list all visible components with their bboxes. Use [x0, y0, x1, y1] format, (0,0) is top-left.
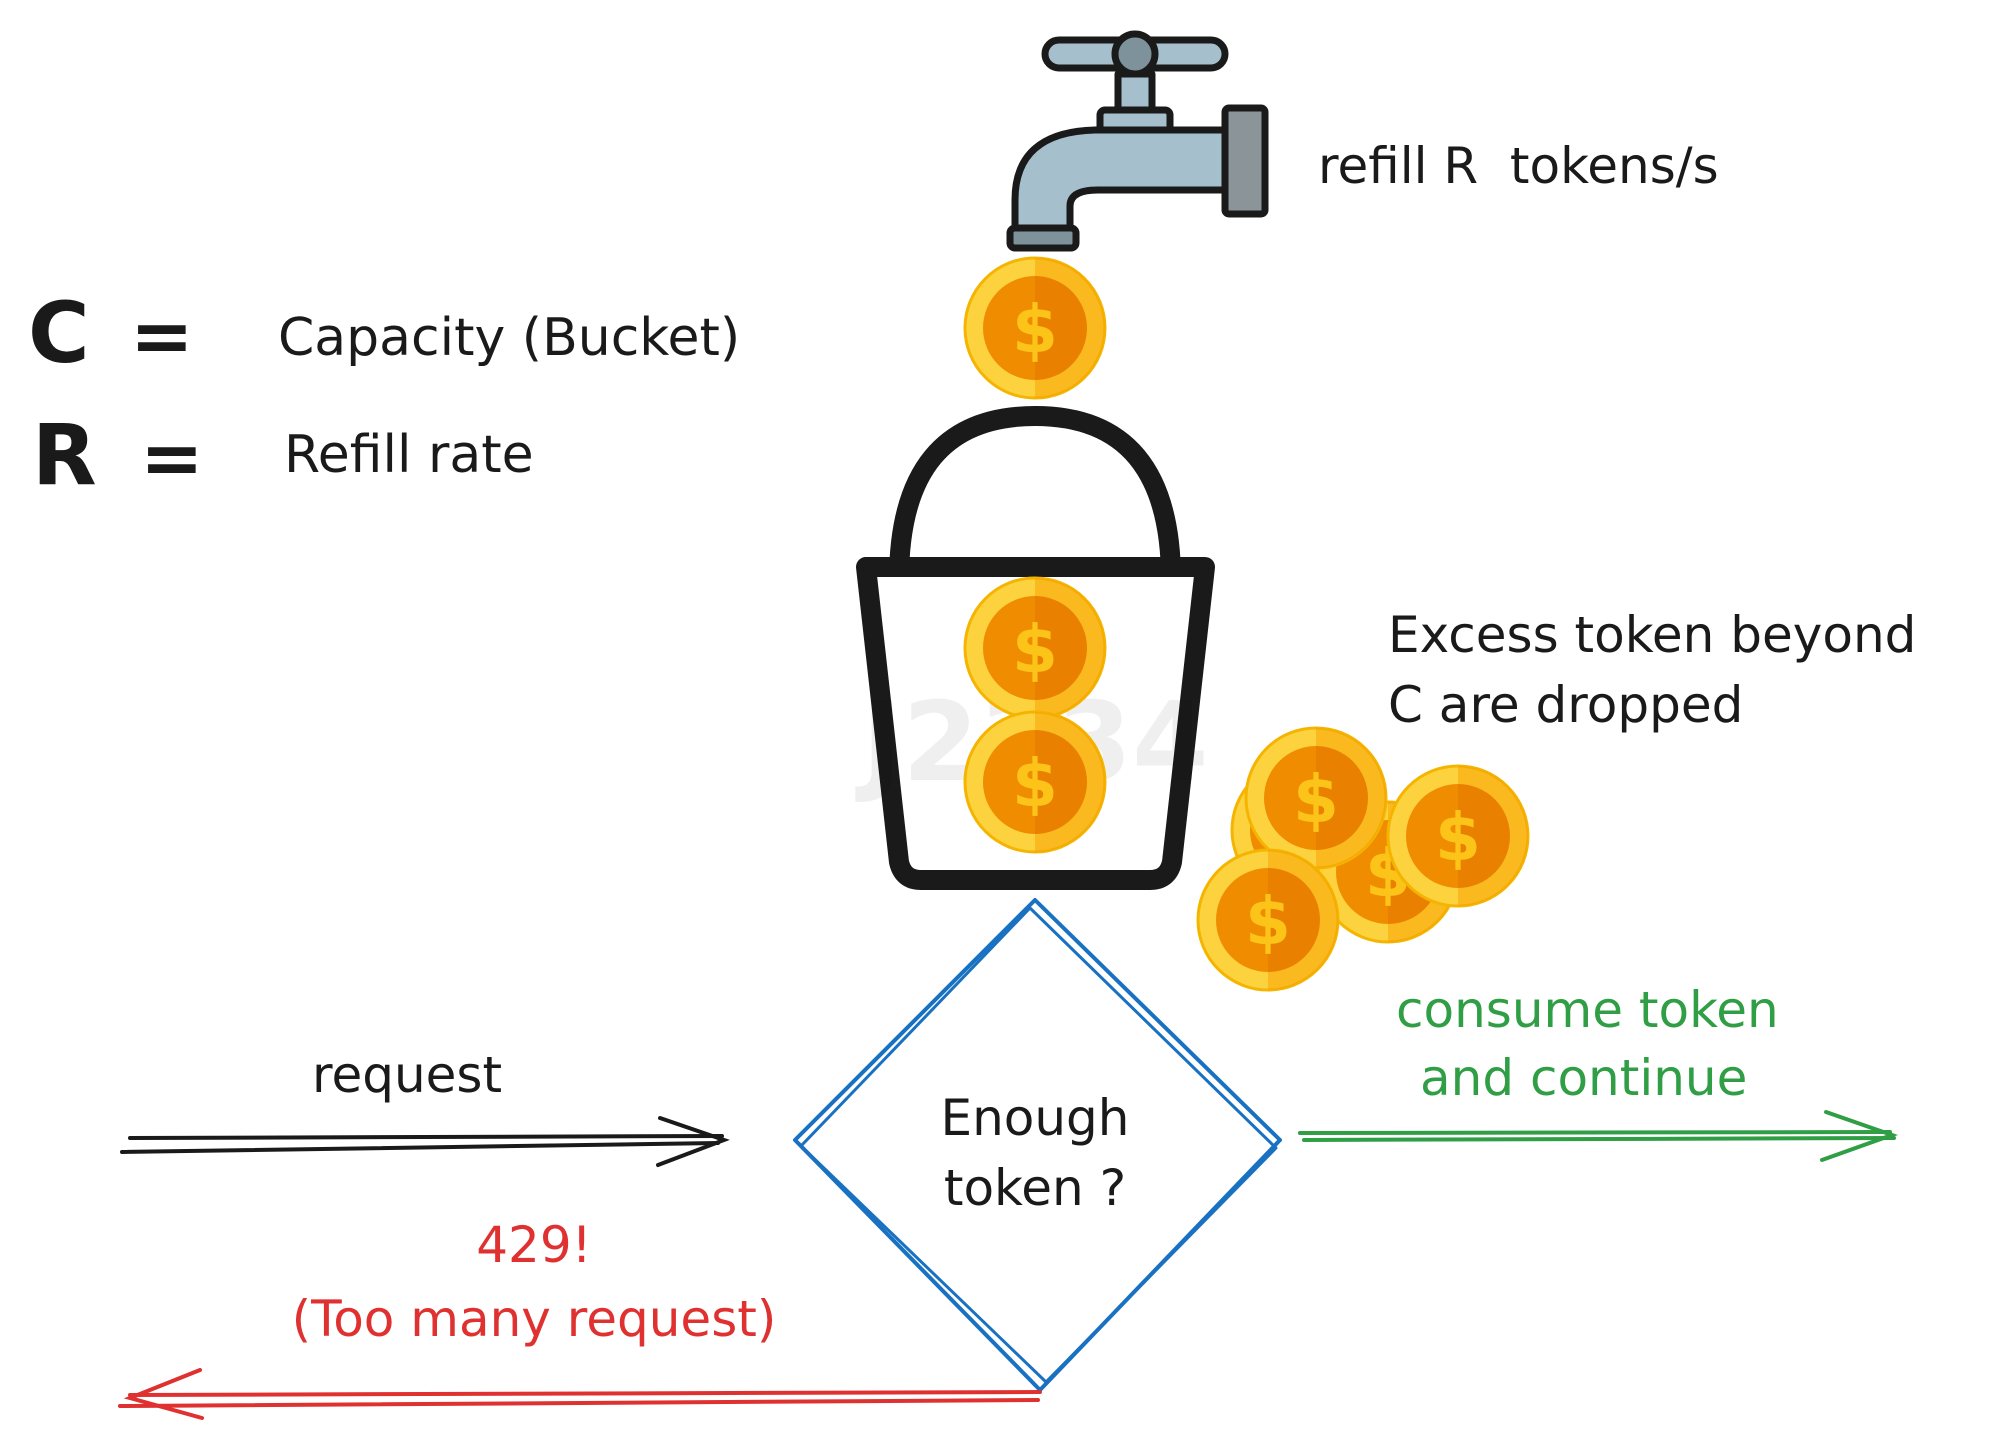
decision-text-line2: token ? [944, 1159, 1126, 1217]
coin-symbol: $ [1245, 883, 1291, 960]
decision-text-line1: Enough [941, 1089, 1130, 1147]
legend-r-meaning: Refill rate [284, 425, 534, 485]
coin-icon: $ [1196, 848, 1340, 992]
coin-icon: $ [963, 256, 1107, 400]
bucket-handle [889, 405, 1181, 590]
consume-arrow [1298, 1110, 1899, 1162]
legend: C = Capacity (Bucket) R = Refill rate [28, 284, 740, 504]
request-label: request [312, 1046, 502, 1104]
legend-r-symbol: R [32, 406, 97, 504]
consume-label-line1: consume token [1396, 981, 1779, 1039]
coin-symbol: $ [1435, 799, 1481, 876]
coin-symbol: $ [1012, 291, 1058, 368]
coin-symbol: $ [1012, 611, 1058, 688]
legend-c-symbol: C [28, 284, 90, 382]
faucet-icon [1006, 30, 1269, 252]
coin-icon: $ [963, 710, 1107, 854]
legend-c-equals: = [130, 291, 194, 380]
reject-label-line2: (Too many request) [292, 1290, 777, 1348]
coin-symbol: $ [1012, 745, 1058, 822]
coin-icon: $ [1386, 764, 1530, 908]
coin-symbol: $ [1293, 761, 1339, 838]
coin-icon: $ [963, 576, 1107, 720]
consume-label-line2: and continue [1420, 1049, 1747, 1107]
reject-arrow [118, 1368, 1042, 1420]
decision-diamond: Enough token ? [793, 898, 1282, 1392]
coin-icon: $ [1244, 726, 1388, 870]
excess-label-line2: C are dropped [1388, 676, 1743, 734]
request-arrow [120, 1116, 730, 1167]
refill-label: refill R tokens/s [1318, 137, 1719, 195]
dropped-coins: $ $ $ $ [1196, 726, 1530, 992]
legend-c-meaning: Capacity (Bucket) [278, 308, 740, 368]
legend-r-equals: = [140, 413, 204, 502]
reject-label-line1: 429! [476, 1216, 591, 1274]
excess-label-line1: Excess token beyond [1388, 606, 1916, 664]
